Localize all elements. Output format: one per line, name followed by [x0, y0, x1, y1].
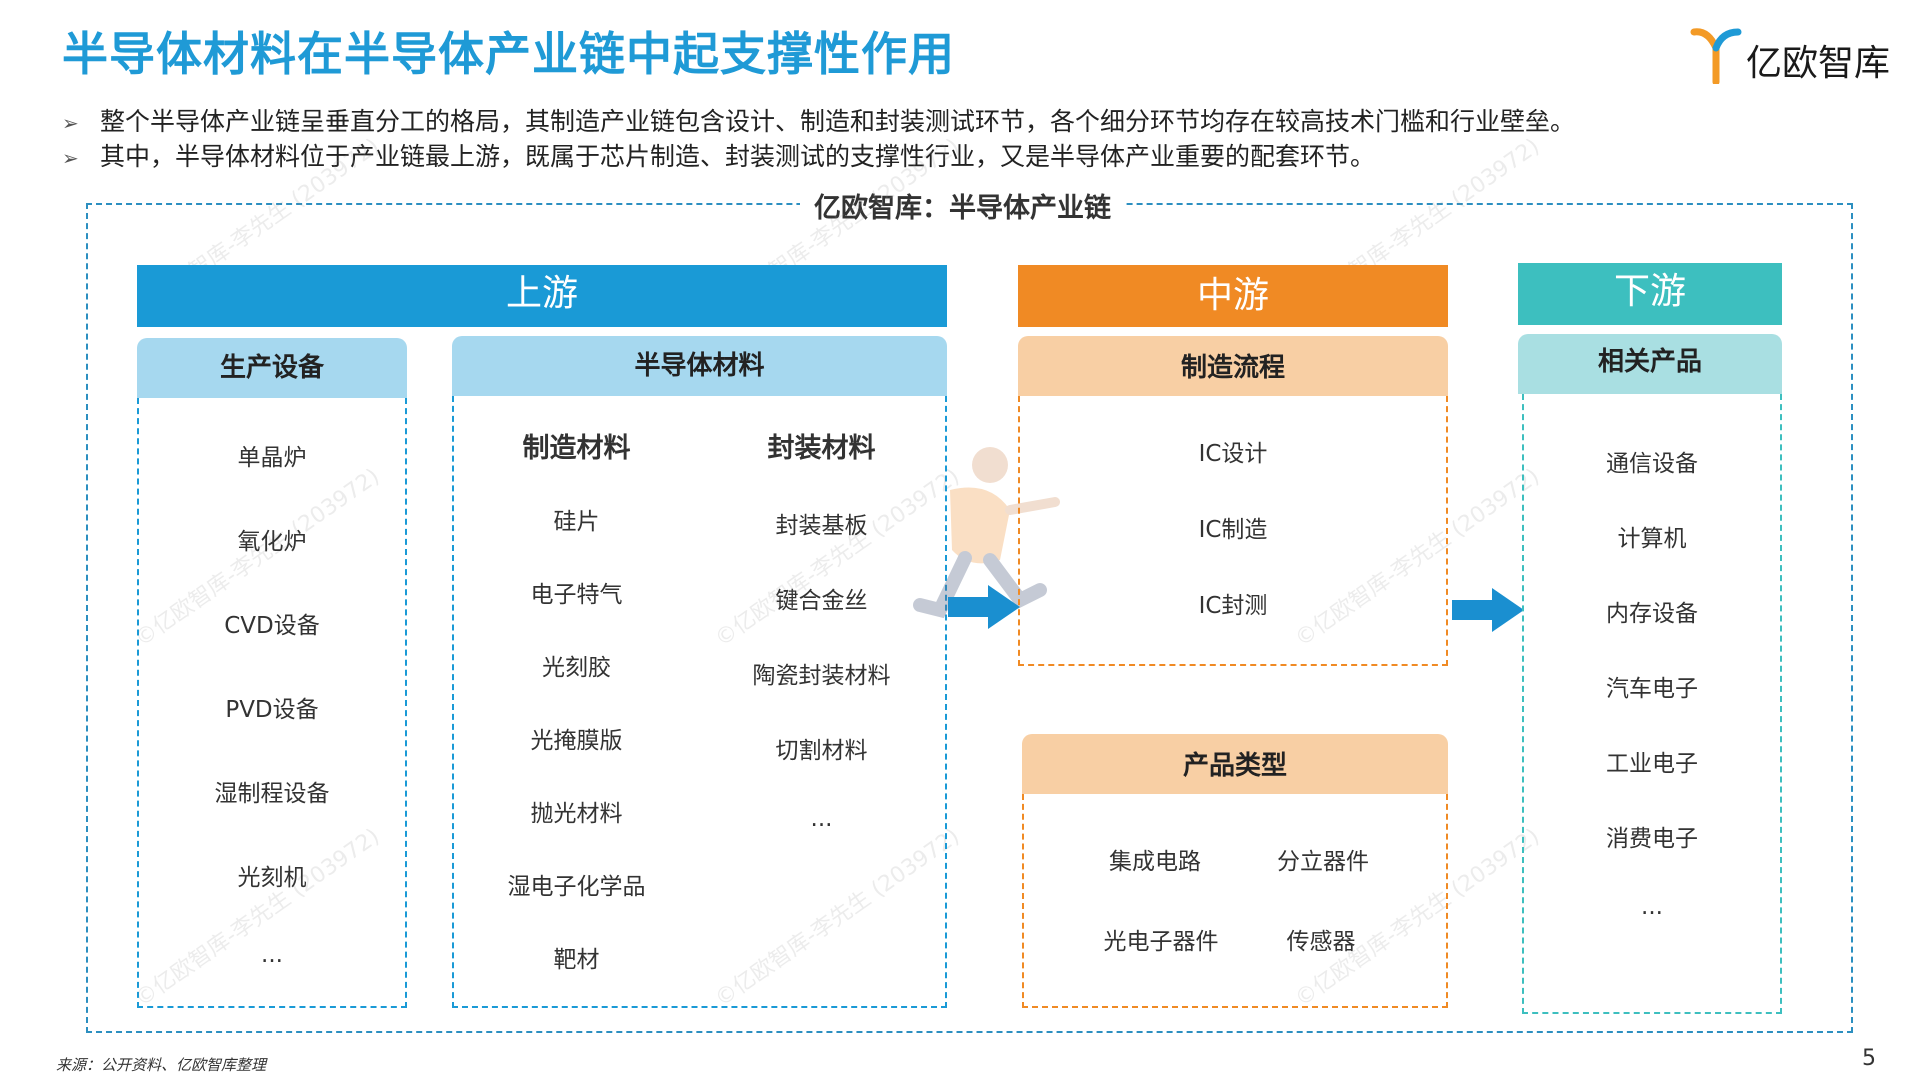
list-item: 光刻机: [237, 865, 307, 891]
product-type-list: 集成电路 分立器件 光电子器件 传感器: [1022, 794, 1448, 1008]
list-item: 抛光材料: [530, 801, 623, 827]
logo-icon: [1690, 28, 1742, 84]
source-note: 来源：公开资料、亿欧智库整理: [56, 1056, 267, 1074]
upstream-band: 上游: [137, 265, 947, 327]
list-item: 通信设备: [1606, 451, 1698, 477]
bullet-text: 整个半导体产业链呈垂直分工的格局，其制造产业链包含设计、制造和封装测试环节，各个…: [100, 107, 1576, 136]
list-item: IC封测: [1198, 593, 1268, 619]
list-item: ...: [1641, 894, 1663, 920]
bullet-2: ➢ 其中，半导体材料位于产业链最上游，既属于芯片制造、封装测试的支撑性行业，又是半…: [62, 137, 1375, 173]
list-item: 汽车电子: [1606, 676, 1698, 702]
list-item: 靶材: [553, 947, 600, 973]
bullet-text: 其中，半导体材料位于产业链最上游，既属于芯片制造、封装测试的支撑性行业，又是半导…: [100, 142, 1376, 171]
page-number: 5: [1862, 1046, 1876, 1071]
list-item: 电子特气: [530, 582, 623, 608]
arrow-right-icon: [1452, 588, 1524, 632]
list-item: 硅片: [553, 509, 600, 535]
manufacturing-materials-column: 制造材料 硅片 电子特气 光刻胶 光掩膜版 抛光材料 湿电子化学品 靶材: [454, 396, 699, 1006]
packaging-materials-column: 封装材料 封装基板 键合金丝 陶瓷封装材料 切割材料 ...: [699, 396, 944, 1006]
product-type-header: 产品类型: [1022, 734, 1448, 794]
downstream-band: 下游: [1518, 263, 1782, 325]
midstream-band: 中游: [1018, 265, 1448, 327]
materials-header: 半导体材料: [452, 336, 947, 396]
list-item: 消费电子: [1606, 826, 1698, 852]
equipment-header: 生产设备: [137, 338, 407, 398]
list-item: 键合金丝: [775, 588, 868, 614]
process-header: 制造流程: [1018, 336, 1448, 396]
list-item: 陶瓷封装材料: [752, 663, 891, 689]
list-item: 氧化炉: [237, 529, 307, 555]
equipment-list: 单晶炉 氧化炉 CVD设备 PVD设备 湿制程设备 光刻机 ...: [137, 398, 407, 1008]
list-item: 工业电子: [1606, 751, 1698, 777]
page-title: 半导体材料在半导体产业链中起支撑性作用: [62, 27, 955, 81]
list-item: ...: [810, 806, 833, 832]
list-item: 光掩膜版: [530, 728, 623, 754]
list-item: 光电子器件: [1103, 929, 1219, 955]
bullet-arrow-icon: ➢: [62, 146, 79, 170]
list-item: 集成电路: [1109, 849, 1201, 875]
list-item: 切割材料: [775, 738, 868, 764]
list-item: ...: [261, 942, 283, 968]
list-item: 封装基板: [775, 513, 868, 539]
list-item: PVD设备: [225, 697, 319, 723]
list-item: CVD设备: [224, 613, 320, 639]
packaging-materials-title: 封装材料: [767, 433, 876, 464]
related-products-header: 相关产品: [1518, 334, 1782, 394]
list-item: IC制造: [1198, 517, 1268, 543]
logo: 亿欧智库: [1690, 26, 1900, 86]
arrow-right-icon: [948, 585, 1020, 629]
list-item: 单晶炉: [237, 445, 307, 471]
list-item: 传感器: [1286, 929, 1356, 955]
list-item: 分立器件: [1277, 849, 1369, 875]
list-item: 计算机: [1617, 526, 1687, 552]
logo-text: 亿欧智库: [1746, 43, 1891, 84]
bullet-arrow-icon: ➢: [62, 111, 79, 135]
list-item: 湿电子化学品: [507, 874, 646, 900]
list-item: 内存设备: [1606, 601, 1698, 627]
manufacturing-materials-title: 制造材料: [522, 433, 631, 464]
list-item: 湿制程设备: [214, 781, 330, 807]
list-item: 光刻胶: [542, 655, 611, 681]
list-item: IC设计: [1198, 441, 1268, 467]
related-products-list: 通信设备 计算机 内存设备 汽车电子 工业电子 消费电子 ...: [1522, 394, 1782, 1014]
bullet-1: ➢ 整个半导体产业链呈垂直分工的格局，其制造产业链包含设计、制造和封装测试环节，各…: [62, 102, 1575, 138]
process-list: IC设计 IC制造 IC封测: [1018, 396, 1448, 666]
runner-illustration: [913, 447, 1060, 619]
materials-list: 制造材料 硅片 电子特气 光刻胶 光掩膜版 抛光材料 湿电子化学品 靶材 封装材…: [452, 396, 947, 1008]
diagram-title: 亿欧智库：半导体产业链: [800, 186, 1125, 225]
